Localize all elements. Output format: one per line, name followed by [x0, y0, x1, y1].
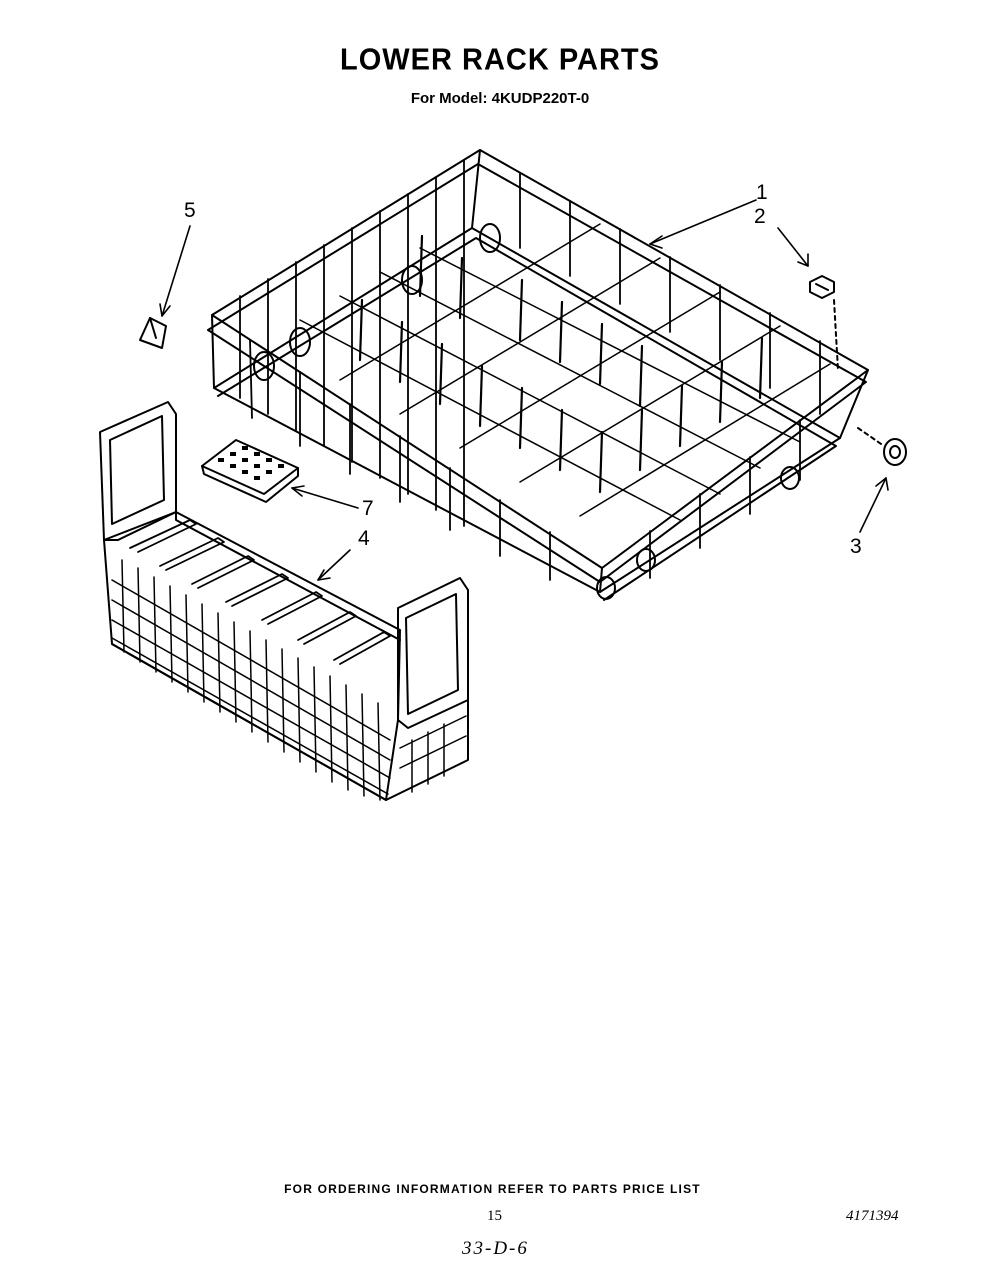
bracket-drawing	[139, 317, 167, 349]
cover-tray-drawing	[201, 439, 299, 503]
roller-wheel-drawing	[857, 427, 907, 466]
ordering-info-note: FOR ORDERING INFORMATION REFER TO PARTS …	[284, 1182, 701, 1196]
silverware-basket-drawing	[99, 401, 469, 801]
callout-leaders	[159, 199, 889, 581]
callout-4-label: 4	[358, 527, 370, 550]
callout-2-label: 2	[754, 205, 766, 228]
callout-1-label: 1	[756, 181, 768, 204]
handwritten-code: 33-D-6	[462, 1238, 529, 1259]
document-number: 4171394	[846, 1208, 899, 1224]
lower-rack-drawing	[207, 149, 869, 601]
rack-clip-drawing	[809, 275, 839, 371]
callout-7-label: 7	[362, 497, 374, 520]
page-title: LOWER RACK PARTS	[340, 43, 660, 77]
model-subtitle: For Model: 4KUDP220T-0	[410, 90, 590, 107]
page-number: 15	[487, 1208, 502, 1224]
callout-3-label: 3	[850, 535, 862, 558]
callout-5-label: 5	[184, 199, 196, 222]
